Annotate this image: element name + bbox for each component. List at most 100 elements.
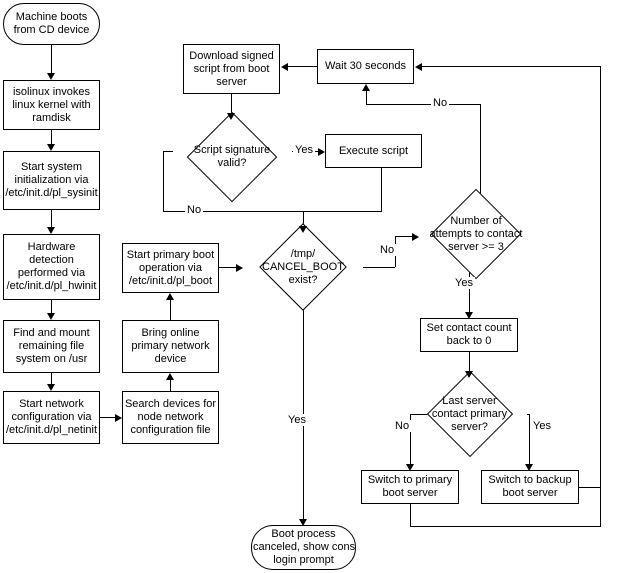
node-switch-primary[interactable]: Switch to primary boot server bbox=[361, 470, 459, 504]
edge-attempts-no-left bbox=[366, 104, 481, 105]
node-pl-boot-label: Start primary boot operation via /etc/in… bbox=[126, 248, 215, 287]
node-sysinit-label: Start system initialization via /etc/ini… bbox=[5, 161, 98, 199]
node-sysinit[interactable]: Start system initialization via /etc/ini… bbox=[3, 151, 100, 210]
node-pl-boot[interactable]: Start primary boot operation via /etc/in… bbox=[122, 243, 219, 293]
node-last-primary-label: Last server contact primary server? bbox=[431, 394, 508, 433]
arrowhead-set-count bbox=[465, 312, 473, 319]
arrowhead-mount-usr bbox=[47, 313, 55, 320]
arrowhead-last-primary bbox=[465, 371, 473, 378]
node-wait-30[interactable]: Wait 30 seconds bbox=[317, 49, 414, 84]
node-isolinux-label: isolinux invokes linux kernel with ramdi… bbox=[12, 85, 91, 124]
node-attempts-label: Number of attempts to contact server >= … bbox=[429, 214, 523, 253]
edge-bring-online-to-pl-boot bbox=[170, 300, 171, 320]
arrowhead-netinit bbox=[47, 384, 55, 391]
node-hwinit-label: Hardware detection performed via /etc/in… bbox=[6, 241, 97, 292]
edge-last-primary-no-left bbox=[410, 414, 428, 415]
edge-execute-merge bbox=[303, 211, 382, 212]
edge-label-attempts-yes: Yes bbox=[453, 277, 475, 289]
node-mount-usr[interactable]: Find and mount remaining file system on … bbox=[3, 320, 100, 373]
arrowhead-boot-canceled bbox=[299, 519, 307, 526]
node-cancel-boot-label: /tmp/ CANCEL_BOOT exist? bbox=[262, 247, 344, 286]
edge-label-signature-no: No bbox=[185, 204, 204, 216]
node-search-devices[interactable]: Search devices for node network configur… bbox=[122, 391, 219, 444]
edge-label-signature-yes: Yes bbox=[293, 144, 315, 156]
arrowhead-cancel-boot bbox=[236, 264, 243, 272]
edge-label-attempts-no: No bbox=[431, 97, 450, 109]
edge-cancel-no-right bbox=[363, 267, 395, 268]
node-signature-valid-label: Script signature valid? bbox=[193, 144, 271, 169]
edge-merge-to-cancel bbox=[303, 211, 304, 226]
edge-switch-primary-right bbox=[410, 526, 601, 527]
edge-netinit-to-search bbox=[100, 417, 115, 418]
edge-label-cancel-yes: Yes bbox=[286, 414, 308, 426]
edge-last-primary-yes-right bbox=[527, 414, 530, 415]
node-switch-backup-label: Switch to backup boot server bbox=[488, 474, 572, 499]
edge-switch-backup-right bbox=[579, 487, 601, 488]
arrowhead-wait-30-bottom bbox=[362, 84, 370, 91]
edge-return-bus-to-wait bbox=[422, 66, 601, 67]
node-cancel-boot[interactable]: /tmp/ CANCEL_BOOT exist? bbox=[243, 223, 363, 311]
node-machine-boots-label: Machine boots from CD device bbox=[13, 11, 90, 36]
node-switch-primary-label: Switch to primary boot server bbox=[367, 474, 453, 499]
edge-signature-no-down bbox=[163, 151, 164, 211]
arrowhead-signature-valid bbox=[227, 113, 235, 120]
arrowhead-sysinit bbox=[47, 144, 55, 151]
node-search-devices-label: Search devices for node network configur… bbox=[124, 398, 217, 436]
edge-label-cancel-no: No bbox=[378, 244, 397, 256]
edge-attempts-no-to-wait bbox=[366, 91, 367, 104]
edge-cancel-yes-down bbox=[303, 301, 304, 519]
node-set-count-label: Set contact count back to 0 bbox=[426, 322, 512, 347]
edge-label-last-primary-no: No bbox=[393, 420, 412, 432]
node-execute-script-label: Execute script bbox=[338, 144, 409, 157]
node-boot-canceled[interactable]: Boot process canceled, show console logi… bbox=[251, 525, 356, 570]
edge-machine-to-isolinux bbox=[51, 45, 52, 73]
arrowhead-attempts bbox=[412, 233, 419, 241]
edge-attempts-yes-down bbox=[469, 272, 470, 312]
arrowhead-bring-online bbox=[166, 373, 174, 380]
arrowhead-pl-boot bbox=[166, 293, 174, 300]
node-signature-valid[interactable]: Script signature valid? bbox=[172, 111, 292, 203]
edge-set-count-to-last-primary bbox=[469, 352, 470, 371]
node-wait-30-label: Wait 30 seconds bbox=[325, 60, 406, 72]
edge-switch-primary-down bbox=[410, 504, 411, 526]
edge-search-to-bring-online bbox=[170, 380, 171, 391]
node-machine-boots[interactable]: Machine boots from CD device bbox=[3, 3, 100, 45]
edge-label-last-primary-yes: Yes bbox=[531, 420, 553, 432]
arrowhead-hwinit bbox=[47, 227, 55, 234]
node-netinit[interactable]: Start network configuration via /etc/ini… bbox=[3, 391, 100, 444]
edge-pl-boot-to-cancel bbox=[219, 267, 236, 268]
node-hwinit[interactable]: Hardware detection performed via /etc/in… bbox=[3, 234, 100, 300]
edge-execute-down bbox=[381, 168, 382, 211]
edge-isolinux-to-sysinit bbox=[51, 130, 52, 144]
arrowhead-cancel-boot-top bbox=[299, 226, 307, 233]
arrowhead-search-devices bbox=[115, 414, 122, 422]
edge-mount-to-netinit bbox=[51, 373, 52, 384]
edge-cancel-no-to-attempts bbox=[395, 236, 412, 237]
node-set-count[interactable]: Set contact count back to 0 bbox=[420, 318, 518, 352]
arrowhead-download-script bbox=[281, 63, 288, 71]
node-boot-canceled-label: Boot process canceled, show console logi… bbox=[253, 528, 355, 566]
edge-return-bus-vertical bbox=[600, 66, 601, 527]
edge-last-primary-no-down bbox=[410, 414, 411, 464]
node-last-primary[interactable]: Last server contact primary server? bbox=[412, 370, 527, 458]
node-netinit-label: Start network configuration via /etc/ini… bbox=[5, 398, 98, 436]
node-attempts[interactable]: Number of attempts to contact server >= … bbox=[412, 188, 540, 280]
node-bring-online[interactable]: Bring online primary network device bbox=[122, 320, 219, 373]
edge-download-to-signature bbox=[231, 94, 232, 113]
node-isolinux[interactable]: isolinux invokes linux kernel with ramdi… bbox=[3, 80, 100, 130]
node-execute-script[interactable]: Execute script bbox=[325, 134, 422, 168]
node-switch-backup[interactable]: Switch to backup boot server bbox=[481, 470, 579, 504]
edge-signature-no-right bbox=[163, 211, 303, 212]
node-download-script-label: Download signed script from boot server bbox=[189, 49, 274, 88]
node-download-script[interactable]: Download signed script from boot server bbox=[183, 44, 280, 94]
edge-last-primary-yes-down bbox=[529, 414, 530, 464]
arrowhead-wait-30-right bbox=[415, 63, 422, 71]
arrowhead-switch-backup bbox=[525, 464, 533, 471]
node-bring-online-label: Bring online primary network device bbox=[131, 327, 210, 365]
node-mount-usr-label: Find and mount remaining file system on … bbox=[13, 327, 90, 365]
edge-hwinit-to-mount bbox=[51, 300, 52, 313]
edge-sysinit-to-hwinit bbox=[51, 210, 52, 227]
arrowhead-isolinux bbox=[47, 73, 55, 80]
edge-signature-no-out bbox=[163, 151, 173, 152]
